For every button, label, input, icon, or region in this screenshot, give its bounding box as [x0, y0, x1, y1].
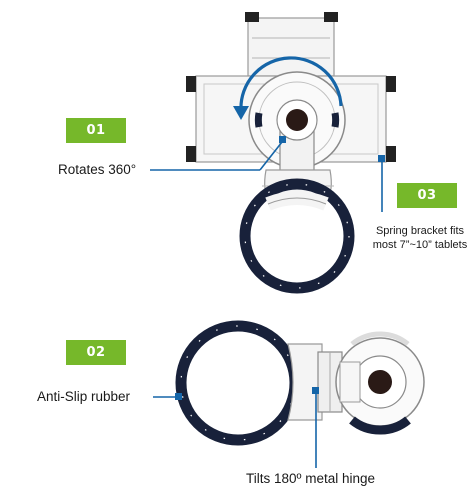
- bracket-clip: [186, 146, 196, 162]
- label-hinge: Tilts 180º metal hinge: [246, 471, 375, 486]
- bracket-side-view: [175, 320, 425, 446]
- pointer-spring-bracket: [378, 155, 385, 212]
- callout-badge-01: 01: [66, 118, 126, 143]
- bracket-clip: [186, 76, 196, 92]
- pivot-knob-side: [368, 370, 392, 394]
- pointer-rotates: [150, 136, 286, 171]
- pivot-knob: [286, 109, 308, 131]
- label-spring-line2: most 7”~10” tablets: [372, 239, 468, 251]
- bracket-clip: [386, 146, 396, 162]
- callout-badge-03: 03: [397, 183, 457, 208]
- label-spring-bracket: Spring bracket fits most 7”~10” tablets: [368, 224, 472, 252]
- bracket-clip: [324, 12, 338, 22]
- callout-badge-02: 02: [66, 340, 126, 365]
- rotation-arrow-icon: [233, 56, 343, 120]
- bracket-front-view: [186, 12, 396, 201]
- bracket-clip: [386, 76, 396, 92]
- pointer-hinge: [312, 387, 319, 468]
- bracket-clip: [245, 12, 259, 22]
- anti-slip-ring-top: [239, 178, 355, 294]
- anti-slip-ring-side: [175, 320, 301, 446]
- pointer-anti-slip: [153, 393, 182, 400]
- label-rotates: Rotates 360°: [58, 162, 137, 177]
- ring-clamp: [287, 343, 323, 421]
- label-anti-slip: Anti-Slip rubber: [37, 389, 131, 404]
- label-spring-line1: Spring bracket fits: [375, 225, 465, 237]
